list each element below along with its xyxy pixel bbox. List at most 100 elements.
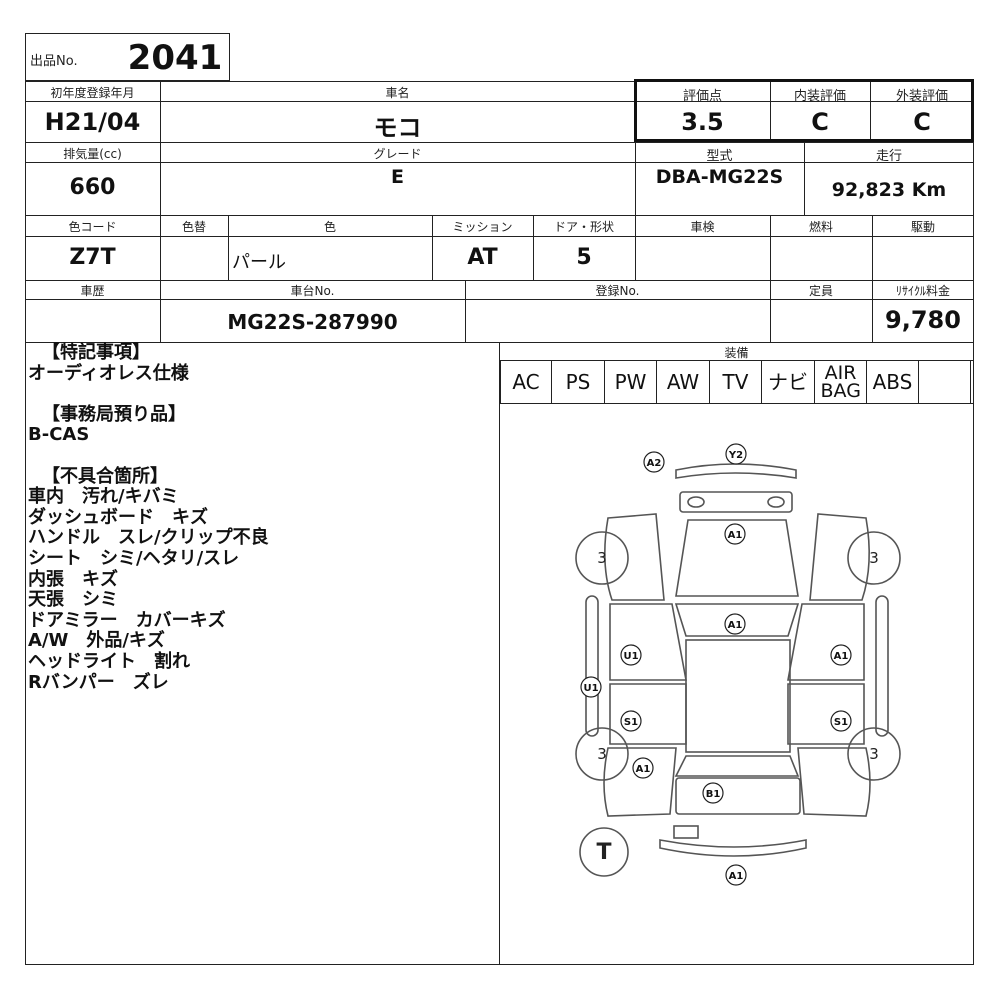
right-sill-shape (875, 595, 889, 737)
tire-rl-value: 3 (597, 745, 607, 763)
equipment-aw: AW (657, 361, 710, 403)
right-rear-door-shape (787, 683, 865, 745)
right-rear-fender-shape (797, 747, 871, 817)
left-front-door-shape (609, 603, 687, 681)
exterior-label: 外装評価 (895, 89, 948, 104)
right-headlight-shape (767, 496, 785, 508)
color-code-label: 色コード (68, 220, 117, 234)
defect-item: シート シミ/ヘタリ/スレ (28, 547, 240, 569)
score-label: 評価点 (682, 89, 722, 104)
grade: E (391, 166, 404, 188)
mark-a1-rear-bumper: A1 (725, 864, 747, 886)
mark-u1-left-sill: U1 (580, 676, 602, 698)
right-front-door-shape (787, 603, 865, 681)
exterior-grade: C (913, 108, 931, 136)
office-item: B-CAS (28, 424, 90, 446)
model-code: DBA-MG22S (655, 166, 784, 188)
interior-grade: C (811, 108, 829, 136)
front-grille-shape (679, 491, 793, 513)
mark-a1-hood: A1 (724, 523, 746, 545)
defect-item: ダッシュボード キズ (28, 506, 208, 528)
equipment-navi: ナビ (762, 361, 815, 403)
svg-text:A1: A1 (729, 871, 744, 882)
equipment-ps: PS (552, 361, 605, 403)
car-name: モコ (373, 114, 422, 142)
score-highlight-box (634, 79, 974, 142)
defect-item: ドアミラー カバーキズ (28, 609, 226, 631)
history-label: 車歴 (80, 284, 105, 298)
repaint-label: 色替 (181, 220, 206, 234)
notes-panel: 【特記事項】 オーディオレス仕様 【事務局預り品】 B-CAS 【不具合箇所】 … (28, 342, 488, 693)
car-damage-diagram: 3 3 3 3 T A2 Y2 A1 A1 U1 U1 (575, 443, 901, 886)
svg-text:Y2: Y2 (728, 450, 743, 461)
spare-tire-value: T (596, 840, 611, 865)
svg-text:S1: S1 (834, 717, 848, 728)
svg-text:A2: A2 (647, 458, 662, 469)
mission: AT (467, 245, 498, 270)
equipment-airbag-text: AIR BAG (820, 362, 861, 402)
tire-fr-shape (847, 531, 901, 585)
rear-gate-shape (675, 777, 801, 815)
mileage: 92,823 Km (831, 179, 947, 201)
drive-label: 駆動 (910, 220, 935, 234)
chassis-number: MG22S-287990 (227, 310, 398, 334)
lot-box (25, 33, 230, 81)
capacity-label: 定員 (808, 284, 833, 298)
color: パール (232, 252, 286, 273)
evaluation-score: 3.5 (681, 108, 724, 136)
svg-text:A1: A1 (834, 651, 849, 662)
rear-bumper-shape (659, 839, 807, 857)
mark-a1-right-door: A1 (830, 644, 852, 666)
left-rear-door-shape (609, 683, 687, 745)
recycle-fee: 9,780 (885, 306, 961, 334)
tire-fr-value: 3 (869, 549, 879, 567)
defect-item: ハンドル スレ/クリップ不良 (28, 527, 269, 549)
defect-item: Rバンパー ズレ (28, 671, 169, 693)
equipment-tv: TV (710, 361, 762, 403)
model-label: 型式 (706, 149, 733, 164)
mark-u1-left-door: U1 (620, 644, 642, 666)
car-name-label: 車名 (385, 86, 410, 100)
recycle-fee-label: ﾘｻｲｸﾙ料金 (895, 284, 950, 298)
svg-text:B1: B1 (706, 789, 721, 800)
spare-tire-shape (579, 827, 629, 877)
svg-text:A1: A1 (636, 764, 651, 775)
front-bumper-shape (675, 463, 797, 479)
defect-item: 内張 キズ (28, 568, 118, 590)
door-label: ドア・形状 (553, 220, 614, 234)
tire-fl-value: 3 (597, 549, 607, 567)
tire-rl-shape (575, 727, 629, 781)
defect-item: ヘッドライト 割れ (28, 650, 190, 672)
svg-text:S1: S1 (624, 717, 638, 728)
left-rear-fender-shape (603, 747, 677, 817)
equipment-label: 装備 (724, 346, 749, 360)
first-registration: H21/04 (44, 108, 141, 136)
defect-item: 天張 シミ (28, 589, 118, 611)
rear-window-shape (674, 755, 800, 777)
rear-plate-shape (673, 825, 699, 839)
svg-text:U1: U1 (583, 683, 598, 694)
tire-rr-value: 3 (869, 745, 879, 763)
equipment-airbag: AIR BAG (815, 361, 867, 403)
tire-fl-shape (575, 531, 629, 585)
equipment-ac: AC (501, 361, 552, 403)
lot-number: 2041 (127, 38, 223, 78)
svg-text:U1: U1 (623, 651, 638, 662)
office-header: 【事務局預り品】 (42, 403, 186, 425)
special-header: 【特記事項】 (42, 342, 150, 363)
mark-s1-right-rear-door: S1 (830, 710, 852, 732)
svg-text:A1: A1 (728, 620, 743, 631)
equipment-pw: PW (605, 361, 657, 403)
color-code: Z7T (69, 245, 116, 270)
equipment-empty (919, 361, 971, 403)
grade-label: グレード (373, 147, 422, 161)
defect-header: 【不具合箇所】 (42, 465, 168, 487)
roof-shape (685, 639, 791, 753)
tire-rr-shape (847, 727, 901, 781)
displacement: 660 (69, 175, 116, 200)
mark-s1-left-rear-door: S1 (620, 710, 642, 732)
fuel-label: 燃料 (808, 220, 833, 234)
right-front-fender-shape (809, 513, 870, 601)
equipment-abs: ABS (867, 361, 919, 403)
defect-item: A/W 外品/キズ (28, 630, 165, 652)
